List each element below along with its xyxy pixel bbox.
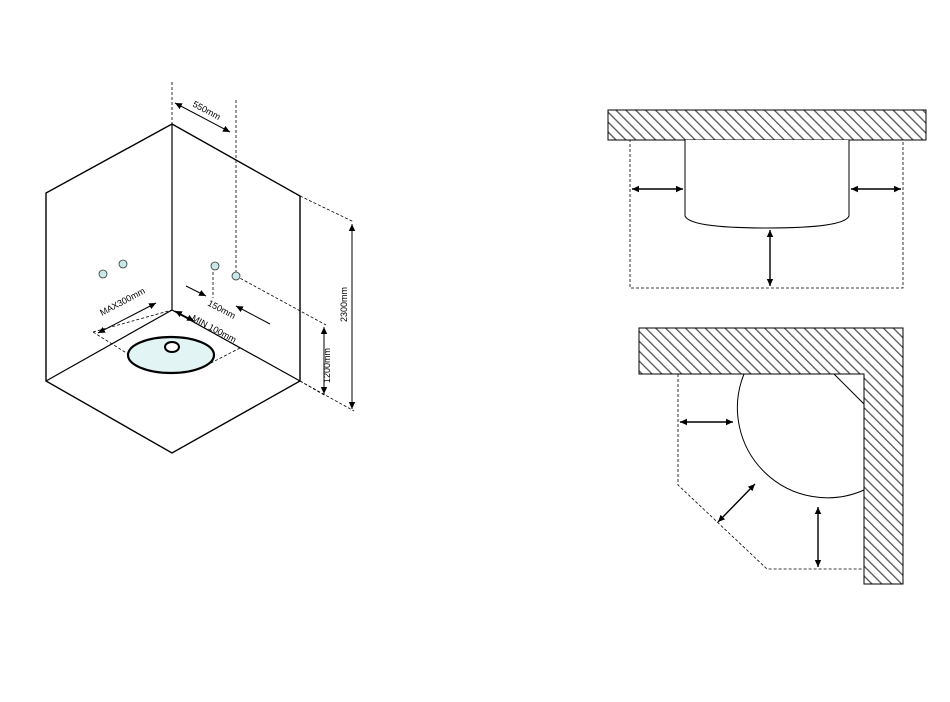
dim-label-max-distance: MAX300mm	[98, 286, 146, 318]
cube-outline	[46, 124, 300, 453]
dim-label-total-height: 2300mm	[339, 287, 349, 322]
dim-label-valve-spacing: 150mm	[206, 298, 237, 321]
wall-plan-shower-unit	[685, 140, 849, 228]
left-wall-valve-1	[99, 270, 107, 278]
isometric-view: 550mm 2300mm 1200mm MAX300mm 150mm MIN 1…	[46, 82, 354, 453]
dim-label-top-offset: 550mm	[191, 99, 222, 122]
right-wall-valve-1	[211, 262, 219, 270]
corner-plan-view	[639, 328, 903, 584]
corner-plan-arrow-diagonal-clearance	[718, 484, 755, 522]
drain-outlet	[165, 342, 179, 352]
corner-plan-shower-unit	[737, 374, 864, 498]
projection-line-top-right	[300, 196, 354, 222]
dim-label-valve-height: 1200mm	[322, 348, 332, 383]
dim-line-150-left	[186, 286, 206, 296]
wall-plan-view	[608, 110, 926, 288]
projection-line-valve-right	[236, 276, 326, 325]
left-wall-valve-2	[119, 260, 127, 268]
dim-line-150-right	[236, 306, 270, 324]
wall-plan-hatched-wall	[608, 110, 926, 140]
projection-line-bottom-right	[300, 381, 354, 411]
right-wall-valve-2	[232, 272, 240, 280]
